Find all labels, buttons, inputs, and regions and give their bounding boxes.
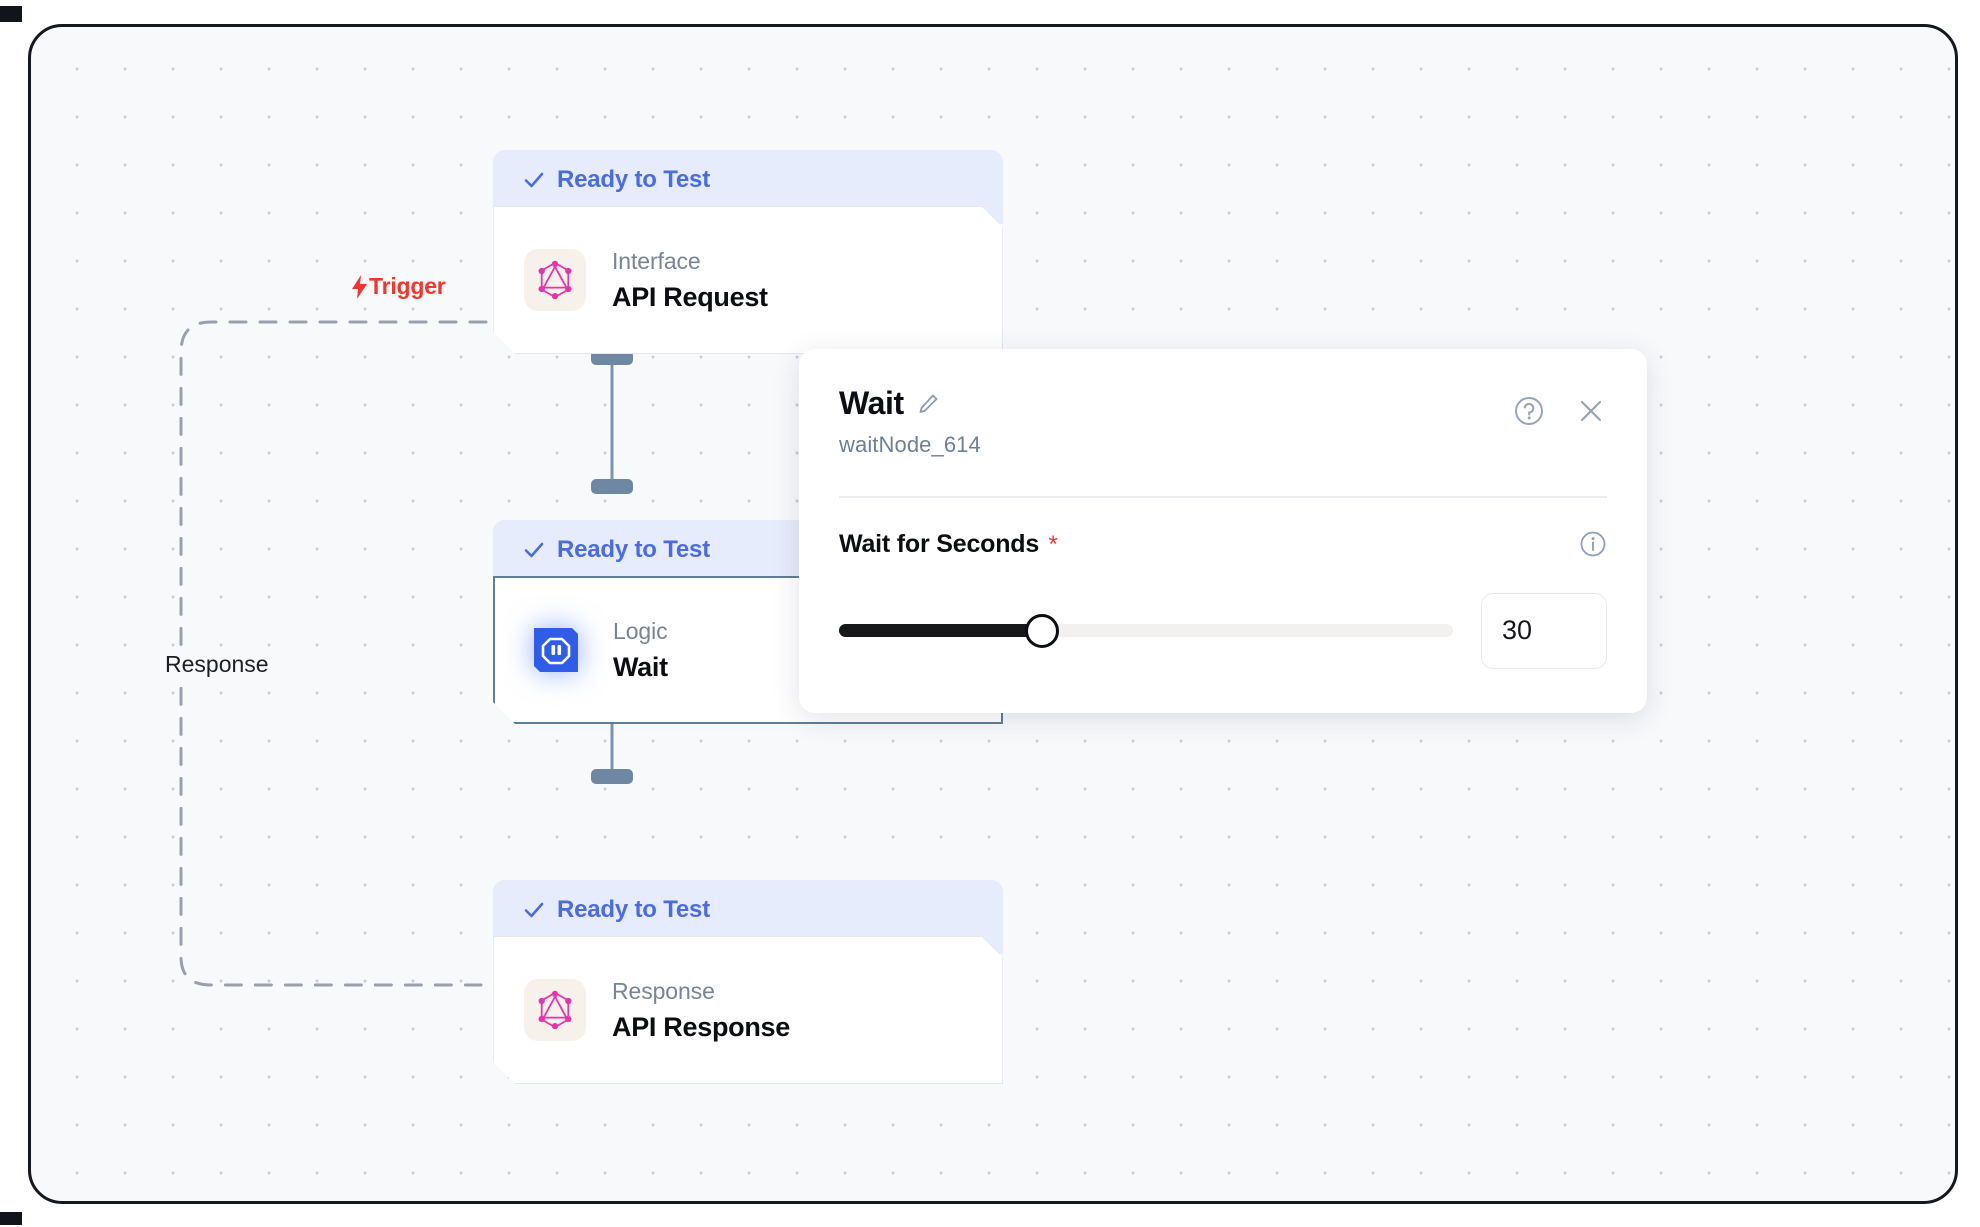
frame-marker-top-left: [0, 6, 22, 22]
field-header-wait-for-seconds: Wait for Seconds *: [839, 530, 1607, 559]
info-circle-icon[interactable]: [1579, 530, 1607, 558]
field-label: Wait for Seconds: [839, 529, 1040, 558]
pencil-icon[interactable]: [916, 392, 940, 416]
check-icon: [523, 169, 545, 191]
frame-marker-bottom-left: [0, 1212, 22, 1225]
node-api-response[interactable]: Ready to Test: [493, 880, 1003, 1084]
node-text-group: Interface API Request: [612, 248, 768, 313]
required-marker: *: [1048, 530, 1058, 558]
node-status-text: Ready to Test: [557, 896, 710, 923]
node-title: Wait: [613, 651, 668, 682]
node-properties-panel[interactable]: Wait waitNode_614: [799, 349, 1647, 713]
node-text-group: Logic Wait: [613, 618, 668, 683]
node-title: API Response: [612, 1011, 790, 1042]
panel-title-row: Wait: [839, 385, 981, 422]
wait-seconds-input[interactable]: 30: [1481, 592, 1607, 669]
node-text-group: Response API Response: [612, 978, 790, 1043]
edge-label-trigger-text: Trigger: [369, 273, 446, 299]
wait-seconds-slider[interactable]: [839, 609, 1453, 653]
workflow-canvas[interactable]: Trigger Response Ready to Test: [28, 24, 1958, 1204]
slider-thumb[interactable]: [1024, 613, 1059, 648]
panel-title: Wait: [839, 385, 904, 421]
node-status-text: Ready to Test: [557, 536, 710, 563]
connector-line: [610, 357, 614, 487]
node-category: Logic: [613, 617, 668, 644]
connector-request-to-wait: [591, 350, 633, 494]
field-label-group: Wait for Seconds *: [839, 530, 1058, 559]
edge-label-trigger: Trigger: [351, 273, 446, 300]
slider-fill: [839, 624, 1042, 637]
panel-title-block: Wait waitNode_614: [839, 385, 981, 458]
connector-handle-target[interactable]: [591, 769, 633, 784]
connector-handle-target[interactable]: [591, 479, 633, 494]
graphql-icon: [524, 249, 586, 311]
graphql-icon: [524, 979, 586, 1041]
node-api-request[interactable]: Ready to Test: [493, 150, 1003, 354]
node-category: Interface: [612, 247, 701, 274]
check-icon: [523, 899, 545, 921]
lightning-bolt-icon: [351, 274, 368, 299]
node-status-text: Ready to Test: [557, 166, 710, 193]
panel-divider: [839, 496, 1607, 498]
field-control-wait-for-seconds: 30: [839, 592, 1607, 669]
check-icon: [523, 539, 545, 561]
panel-subtitle: waitNode_614: [839, 432, 981, 457]
node-category: Response: [612, 977, 715, 1004]
edge-label-response: Response: [157, 647, 277, 682]
node-title: API Request: [612, 281, 768, 312]
panel-actions: [1513, 385, 1607, 427]
node-card[interactable]: Interface API Request: [493, 206, 1003, 354]
pause-octagon-icon: [525, 619, 587, 681]
close-icon[interactable]: [1575, 395, 1607, 427]
node-card[interactable]: Response API Response: [493, 936, 1003, 1084]
question-circle-icon[interactable]: [1513, 395, 1545, 427]
panel-header: Wait waitNode_614: [839, 385, 1607, 458]
